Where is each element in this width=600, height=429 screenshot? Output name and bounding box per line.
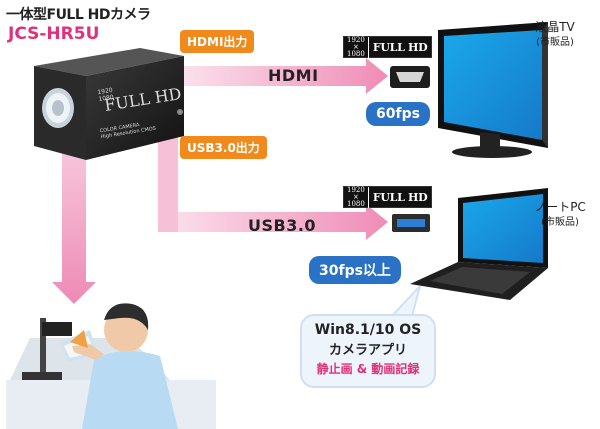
badge-resolution: 1920 × 1080 <box>344 185 369 208</box>
badge-fullhd-text: FULL HD <box>372 40 428 54</box>
pc-label: ノートPC (市販品) <box>522 200 598 230</box>
hdmi-port-icon <box>390 66 430 88</box>
badge-res-mid: × <box>352 192 359 201</box>
tv-label: 液晶TV (市販品) <box>520 20 590 50</box>
badge-res-top: 1920 <box>347 35 365 44</box>
pc-note: (市販品) <box>541 217 579 228</box>
camera-model: JCS-HR5U <box>8 24 100 44</box>
hdmi-output-tag: HDMI出力 <box>180 30 255 53</box>
software-app: カメラアプリ <box>328 343 407 358</box>
usb-label: USB3.0 <box>248 216 317 235</box>
badge-res-top: 1920 <box>347 185 365 194</box>
operator-scene <box>6 303 216 429</box>
usb-output-tag: USB3.0出力 <box>180 136 267 159</box>
usb-port-icon <box>392 214 430 232</box>
hdmi-arrow <box>176 58 388 94</box>
hdmi-label: HDMI <box>268 66 319 85</box>
usb-arrow <box>158 130 388 240</box>
usb-arrow-vertical <box>158 126 178 232</box>
usb-fps-bubble: 30fps以上 <box>309 256 401 284</box>
fullhd-badge-usb: 1920 × 1080 FULL HD <box>343 185 433 208</box>
down-arrow <box>52 150 96 304</box>
camera-title: 一体型FULL HDカメラ <box>6 7 151 23</box>
fullhd-badge-hdmi: 1920 × 1080 FULL HD <box>343 35 433 58</box>
badge-res-bottom: 1080 <box>347 49 365 58</box>
camera-body-res: 1920 1080 <box>97 87 114 103</box>
software-features: 静止画 & 動画記録 <box>316 362 420 376</box>
pc-name: ノートPC <box>534 200 586 214</box>
camera-body <box>34 48 184 160</box>
badge-res-mid: × <box>352 42 359 51</box>
software-info-bubble: Win8.1/10 OS カメラアプリ 静止画 & 動画記録 <box>300 314 436 388</box>
software-os: Win8.1/10 OS <box>314 322 422 338</box>
badge-fullhd-text: FULL HD <box>372 190 428 204</box>
hdmi-fps-bubble: 60fps <box>366 102 430 126</box>
badge-res-bottom: 1080 <box>347 199 365 208</box>
badge-resolution: 1920 × 1080 <box>344 35 369 58</box>
tv-note: (市販品) <box>536 37 574 48</box>
laptop <box>410 188 548 300</box>
monitor <box>438 22 548 158</box>
tv-name: 液晶TV <box>535 20 575 34</box>
